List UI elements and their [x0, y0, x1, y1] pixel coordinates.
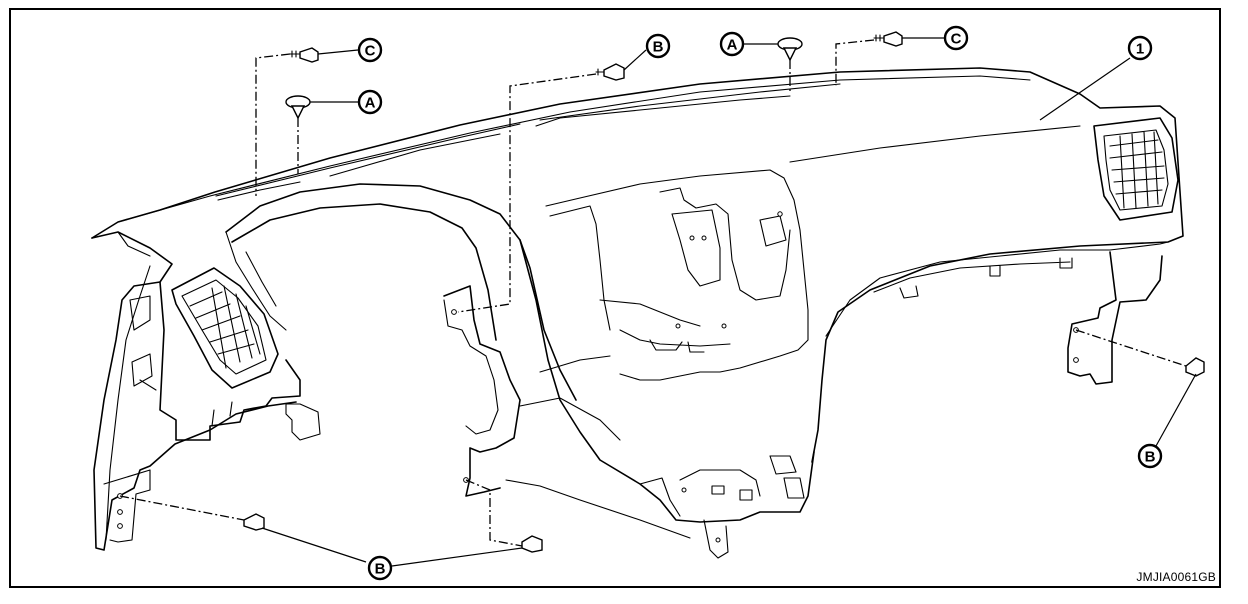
center-console-heater-unit — [619, 329, 731, 353]
clip-c-left — [289, 47, 319, 63]
right-side-bracket — [1067, 251, 1163, 385]
center-console-details — [599, 209, 787, 327]
left-lower-structure — [159, 281, 301, 441]
left-lower-detail — [129, 295, 233, 427]
meter-hood-arch — [225, 183, 577, 401]
callout-c-top-left: C — [357, 37, 383, 63]
clip-c-right — [873, 31, 903, 47]
center-lower-brackets — [639, 469, 761, 559]
callout-a-left: A — [357, 89, 383, 115]
callout-b-right: B — [1137, 443, 1163, 469]
defroster-groove-lower — [217, 95, 791, 201]
svg-text:C: C — [951, 31, 962, 48]
clip-a-left — [285, 95, 311, 120]
center-console-inner — [549, 187, 791, 331]
svg-text:C: C — [365, 43, 376, 60]
center-lower-tabs — [711, 455, 805, 501]
center-column-bracket — [443, 299, 499, 435]
svg-text:A: A — [365, 95, 376, 112]
callout-c-top-right: C — [943, 25, 969, 51]
left-side-vent — [171, 267, 279, 389]
left-bracket-tab — [285, 403, 321, 441]
svg-text:B: B — [1145, 449, 1156, 466]
left-end-cap — [91, 231, 297, 551]
center-console-lower — [519, 239, 815, 523]
bolt-b-lower-left — [243, 513, 265, 531]
instrument-panel-assembly — [91, 67, 1184, 559]
center-console-panel — [545, 169, 809, 381]
svg-text:1: 1 — [1136, 41, 1144, 58]
svg-text:A: A — [727, 37, 738, 54]
passenger-lower-ribs — [873, 257, 1073, 299]
svg-text:B: B — [375, 561, 386, 578]
install-lines — [119, 39, 1187, 547]
callout-a-top: A — [719, 31, 745, 57]
figure-reference-id: JMJIA0061GB — [1136, 570, 1216, 584]
leader-lines — [261, 37, 1197, 567]
center-column — [443, 285, 521, 497]
panel-top-outline — [91, 67, 1184, 463]
panel-mid-crease — [789, 125, 1081, 163]
clip-a-top — [777, 37, 803, 62]
callout-b-bottom: B — [367, 555, 393, 581]
bolt-b-top — [595, 63, 625, 81]
left-side-edge — [117, 231, 151, 257]
meter-hood-inner — [231, 203, 497, 341]
right-side-vent — [1093, 117, 1179, 221]
meter-hood-lip — [225, 231, 287, 331]
bolt-b-lower-mid — [521, 535, 543, 553]
meter-hood-lip-2 — [245, 251, 277, 307]
center-console-ribs — [505, 355, 691, 539]
panel-top-edge — [117, 75, 1031, 223]
bolt-b-right — [1185, 357, 1205, 377]
left-end-cap-inner — [105, 265, 151, 541]
svg-text:B: B — [653, 39, 664, 56]
left-bottom-bracket — [103, 469, 151, 543]
defroster-groove — [215, 83, 841, 197]
passenger-lower-edge — [825, 241, 1169, 337]
callout-b-top: B — [645, 33, 671, 59]
callout-part-1: 1 — [1127, 35, 1153, 61]
